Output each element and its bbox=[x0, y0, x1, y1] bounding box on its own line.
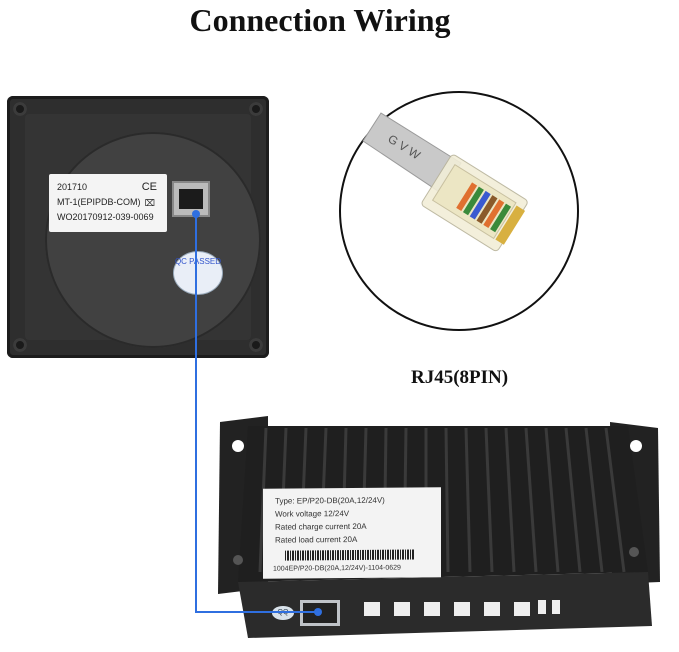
remote-meter-back: 201710 CE ⌧ MT-1(EPIPDB-COM) WO20170912-… bbox=[7, 96, 269, 358]
ce-mark: CE bbox=[141, 181, 157, 193]
meter-label-model: MT-1(EPIPDB-COM) bbox=[57, 197, 141, 207]
meter-rj45-port[interactable] bbox=[172, 181, 210, 217]
meter-label-serial: WO20170912-039-0069 bbox=[57, 212, 154, 222]
meter-disc bbox=[45, 132, 261, 348]
meter-label-date: 201710 bbox=[57, 182, 88, 192]
controller-type: Type: EP/P20-DB(20A,12/24V) bbox=[275, 495, 385, 506]
controller-voltage: Work voltage 12/24V bbox=[275, 509, 350, 519]
controller-rj45-port[interactable] bbox=[300, 600, 340, 626]
screw bbox=[13, 338, 27, 352]
meter-label-sticker: 201710 CE ⌧ MT-1(EPIPDB-COM) WO20170912-… bbox=[49, 174, 167, 232]
qc-passed-sticker: QC PASSED bbox=[173, 251, 223, 295]
screw bbox=[13, 102, 27, 116]
controller-spec-label: Type: EP/P20-DB(20A,12/24V) Work voltage… bbox=[263, 487, 441, 579]
controller-port-mark: QQ bbox=[272, 606, 294, 620]
controller-load-current: Rated load current 20A bbox=[275, 534, 358, 545]
barcode bbox=[285, 549, 415, 561]
controller-charge-current: Rated charge current 20A bbox=[275, 521, 367, 532]
screw bbox=[249, 338, 263, 352]
controller-serial: 1004EP/P20-DB(20A,12/24V)-1104-0629 bbox=[273, 564, 401, 573]
rj45-plug-icon: G V W bbox=[362, 112, 528, 252]
weee-bin-icon: ⌧ bbox=[144, 198, 155, 208]
screw bbox=[249, 102, 263, 116]
page-title: Connection Wiring bbox=[189, 2, 451, 38]
rj45-caption: RJ45(8PIN) bbox=[411, 367, 509, 388]
port-opening bbox=[179, 189, 203, 209]
rj45-closeup-circle: G V W bbox=[339, 91, 579, 331]
